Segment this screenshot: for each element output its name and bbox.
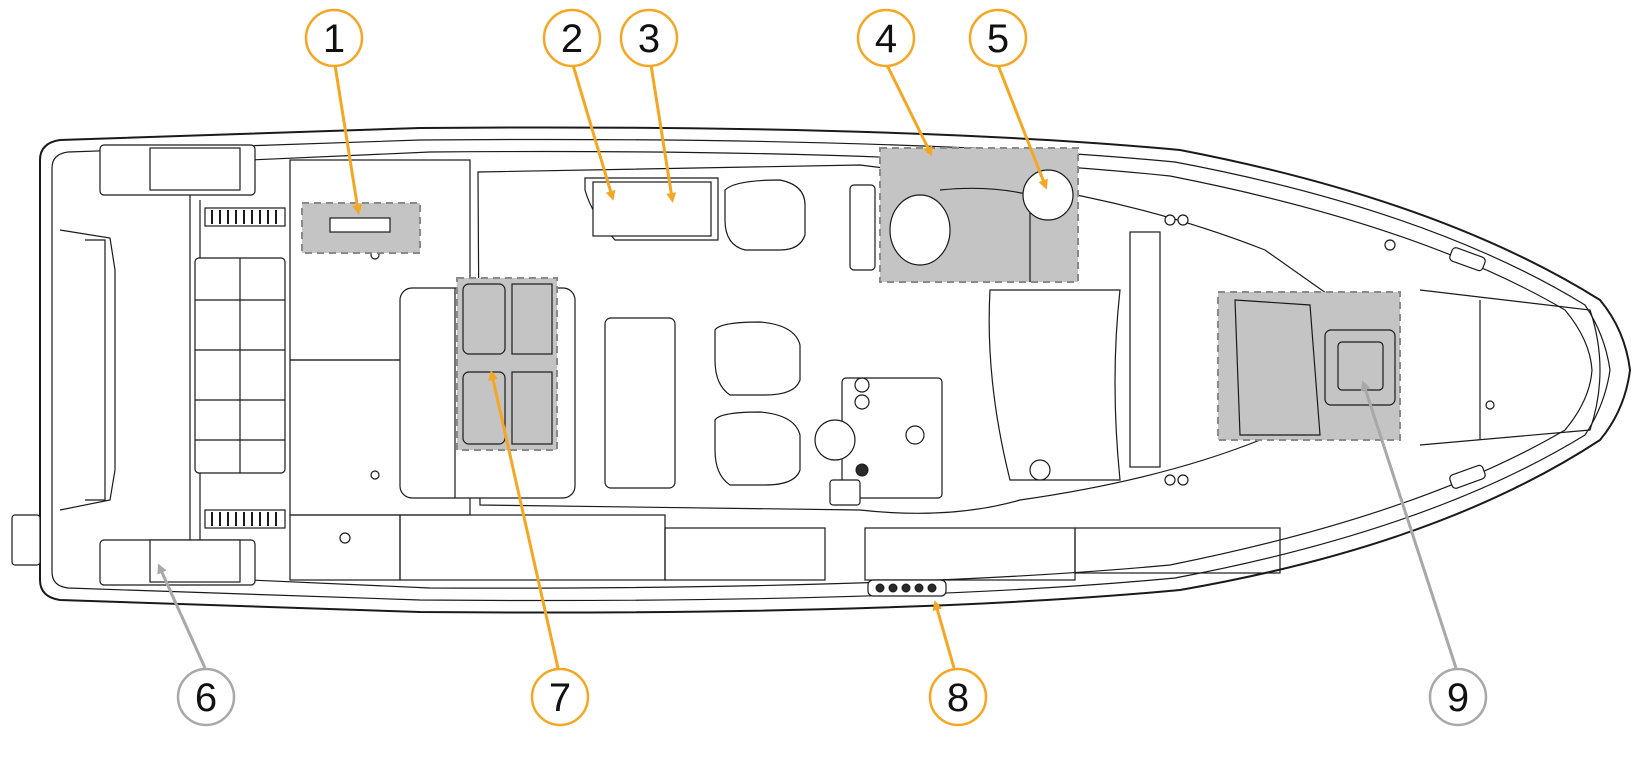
leader-9	[1360, 380, 1458, 669]
callout-circle	[856, 8, 916, 68]
zone-7	[456, 277, 558, 451]
seat-helm-lower	[714, 411, 801, 486]
toilet	[889, 194, 951, 266]
callout-number: 7	[549, 676, 571, 720]
callout-4: 4	[856, 8, 916, 68]
leader-1	[333, 64, 363, 215]
callout-6: 6	[176, 667, 236, 727]
windscreen	[988, 289, 1121, 481]
callout-number: 2	[561, 17, 583, 61]
seat-helm-mid	[714, 321, 801, 396]
highlight-zones	[301, 147, 1401, 451]
grate-slots	[211, 210, 277, 526]
console-gauge-1	[854, 377, 870, 393]
deck-panels	[289, 159, 1281, 581]
callout-circle	[542, 8, 602, 68]
callout-circle	[928, 667, 988, 727]
bow	[1384, 239, 1601, 489]
leader-5	[996, 64, 1048, 190]
callout-1: 1	[304, 8, 364, 68]
side-drain-strip	[867, 579, 947, 597]
console-bench	[1129, 231, 1161, 468]
callout-3: 3	[619, 8, 679, 68]
callout-circle	[304, 8, 364, 68]
steering-wheel	[814, 419, 856, 461]
leader-6	[157, 563, 207, 669]
transom	[85, 239, 106, 501]
callouts: 1 2 3 4 5 6 7 8 9	[176, 8, 1488, 727]
seat-helm-upper	[724, 179, 806, 251]
callout-number: 3	[638, 17, 660, 61]
leader-4	[885, 64, 933, 157]
callout-number: 5	[987, 17, 1009, 61]
bow-cleat-lower	[1449, 464, 1486, 489]
ladder-rail-upper	[59, 229, 116, 511]
stern-details	[11, 144, 286, 586]
bow-cleat-upper	[1449, 247, 1486, 272]
callout-number: 9	[1447, 676, 1469, 720]
zone-9	[1217, 291, 1401, 441]
hull-outer	[39, 126, 1631, 614]
callout-5: 5	[968, 8, 1028, 68]
callout-number: 6	[195, 676, 217, 720]
callout-number: 4	[875, 17, 897, 61]
side-bracket	[849, 184, 876, 271]
callout-circle	[176, 667, 236, 727]
callout-number: 8	[947, 676, 969, 720]
leader-8	[932, 600, 956, 669]
helm-seat-base	[829, 479, 861, 506]
leader-7	[488, 370, 560, 669]
callout-9: 9	[1428, 667, 1488, 727]
leader-lines	[157, 64, 1458, 669]
leader-2	[571, 64, 616, 201]
console-gauge-2	[854, 394, 870, 410]
bow-cushion	[1419, 289, 1601, 446]
lounge-table	[604, 317, 676, 489]
callout-2: 2	[542, 8, 602, 68]
stern-box-inner-upper	[149, 147, 241, 191]
zone-1-detail	[329, 217, 391, 233]
callout-8: 8	[928, 667, 988, 727]
sink	[1022, 169, 1074, 221]
callout-circle	[1428, 667, 1488, 727]
leader-3	[649, 64, 677, 203]
stern-box-inner-lower	[149, 539, 241, 583]
callout-circle	[619, 8, 679, 68]
callout-circle	[968, 8, 1028, 68]
callout-7: 7	[530, 667, 590, 727]
callout-number: 1	[323, 17, 345, 61]
callout-circle	[530, 667, 590, 727]
swim-platform-step	[11, 514, 41, 566]
